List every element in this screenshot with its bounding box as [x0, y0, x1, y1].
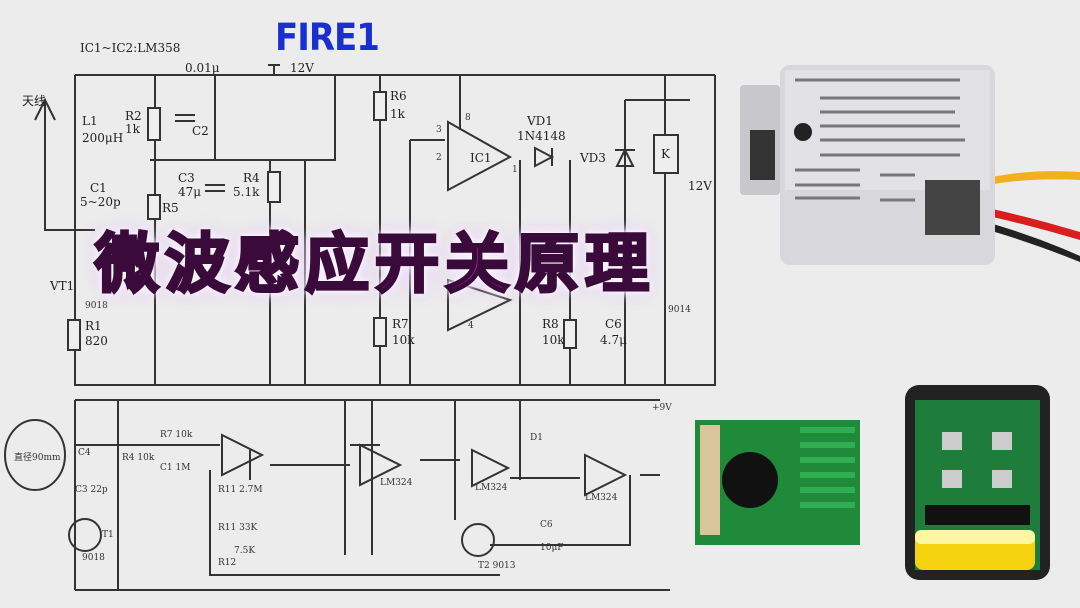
label: 1k	[125, 122, 141, 136]
label: R12	[218, 558, 236, 568]
label-antenna: 天线	[22, 94, 46, 108]
label: 5~20p	[80, 195, 121, 209]
label: LM324	[475, 483, 508, 493]
label: C4	[78, 448, 91, 458]
label: 9014	[668, 305, 691, 315]
label: +9V	[652, 403, 672, 413]
label: 1k	[390, 107, 406, 121]
label: C3 22p	[75, 485, 108, 495]
label: VD3	[579, 151, 606, 165]
remote-control-photo	[905, 385, 1050, 580]
label: 1	[512, 165, 518, 175]
radio-module-photo	[695, 420, 860, 545]
label: R11 2.7M	[218, 485, 263, 495]
sensor-module-photo	[740, 65, 1080, 265]
label: 2	[436, 153, 442, 163]
label: IC1	[470, 151, 492, 165]
antenna-loop-label: 直径90mm	[14, 451, 61, 463]
label: R11 33K	[218, 523, 258, 533]
label: 3	[436, 125, 442, 135]
ic-note: IC1~IC2:LM358	[80, 41, 180, 55]
label: C1 1M	[160, 463, 190, 473]
label: C1	[90, 181, 107, 195]
label: 1N4148	[517, 129, 566, 143]
label: 7.5K	[234, 546, 255, 556]
label: VT1	[49, 279, 74, 293]
label: C6	[540, 520, 553, 530]
label: C2	[192, 124, 209, 138]
label: 10μF	[540, 543, 564, 553]
label: C6	[605, 317, 622, 331]
label: 10k	[392, 333, 415, 347]
video-title: 微波感应开关原理	[94, 227, 655, 304]
label: R1	[85, 319, 102, 333]
label: R6	[390, 89, 407, 103]
label: 820	[85, 334, 108, 348]
label: 4	[468, 321, 474, 331]
label: R7 10k	[160, 430, 193, 440]
label-supply: 12V	[290, 61, 314, 75]
label: D1	[530, 433, 543, 443]
label: K	[661, 147, 671, 161]
label: R8	[542, 317, 559, 331]
label: R4	[243, 171, 260, 185]
label: T2 9013	[478, 561, 516, 571]
label: L1	[82, 114, 98, 128]
label: 10k	[542, 333, 565, 347]
label-cap-top: 0.01μ	[185, 61, 220, 75]
label: R7	[392, 317, 409, 331]
top-schematic: IC1~IC2:LM358 0.01μ 12V 天线 L1 200μH R2 1…	[22, 41, 716, 386]
label: 5.1k	[233, 185, 260, 199]
label: 4.7μ	[600, 333, 627, 347]
label: R5	[162, 201, 179, 215]
label: 12V	[688, 179, 712, 193]
label: T1	[102, 530, 114, 540]
label: 200μH	[82, 131, 123, 145]
label: R2	[125, 109, 142, 123]
label: LM324	[585, 493, 618, 503]
label: 8	[465, 113, 471, 123]
label: 9018	[85, 301, 108, 311]
label: 9018	[82, 553, 105, 563]
bottom-schematic: C4 R7 10k R4 10k C1 1M C3 22p T1 9018 R1…	[4, 399, 672, 591]
label: LM324	[380, 478, 413, 488]
label: R4 10k	[122, 453, 155, 463]
label: C3	[178, 171, 195, 185]
brand-logo: FIRE1	[275, 16, 380, 60]
label: VD1	[526, 114, 553, 128]
label: 47μ	[178, 185, 201, 199]
